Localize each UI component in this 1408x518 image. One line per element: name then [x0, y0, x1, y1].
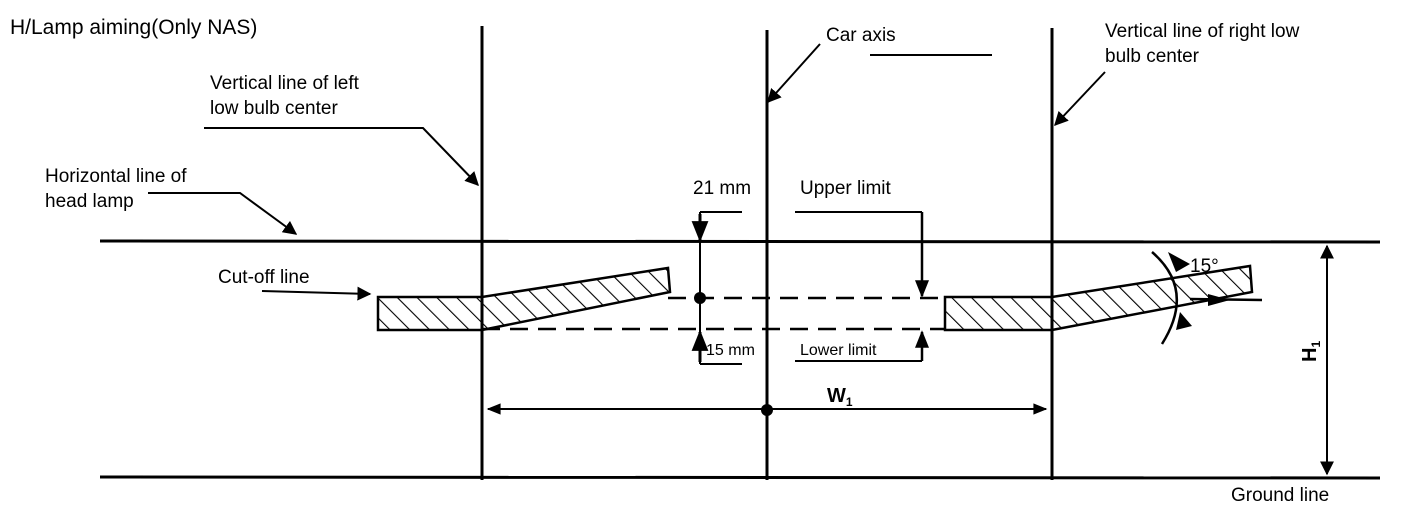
diagram-title: H/Lamp aiming(Only NAS) — [10, 16, 257, 39]
width-label: W1 — [827, 385, 853, 409]
horizontal-line-label-line1: Horizontal line of — [45, 166, 187, 187]
cut-off-line-label: Cut-off line — [218, 267, 310, 288]
cut-off-line-leader — [261, 286, 372, 301]
horizontal-line-leader — [148, 192, 298, 235]
car-axis-leader — [767, 43, 821, 104]
upper-offset-label: 21 mm — [693, 178, 751, 199]
left-vertical-leader — [204, 127, 479, 187]
horizontal-line-of-head-lamp — [99, 239, 1381, 244]
angle-label: 15° — [1190, 256, 1219, 277]
upper-limit-label: Upper limit — [800, 178, 892, 199]
lower-offset-label: 15 mm — [706, 342, 755, 359]
right-vertical-leader — [1054, 71, 1106, 127]
cutoff-end-arrow — [1208, 294, 1230, 306]
car-axis-label: Car axis — [826, 25, 896, 46]
ground-line-label: Ground line — [1231, 485, 1329, 506]
angle-arrow-bottom — [1176, 312, 1192, 330]
angle-arrow-top — [1168, 252, 1190, 272]
angle-arc — [1151, 251, 1179, 345]
left-vertical-label-line2: low bulb center — [210, 98, 338, 119]
height-label: H1 — [1299, 341, 1323, 362]
ground-line — [99, 475, 1381, 480]
lower-limit-label: Lower limit — [800, 342, 877, 359]
right-vertical-label-line2: bulb center — [1105, 46, 1200, 67]
horizontal-line-label-line2: head lamp — [45, 191, 134, 212]
left-vertical-label-line1: Vertical line of left — [210, 73, 360, 94]
left-cutoff-hatch-band — [376, 266, 672, 332]
right-vertical-label-line1: Vertical line of right low — [1105, 21, 1300, 42]
